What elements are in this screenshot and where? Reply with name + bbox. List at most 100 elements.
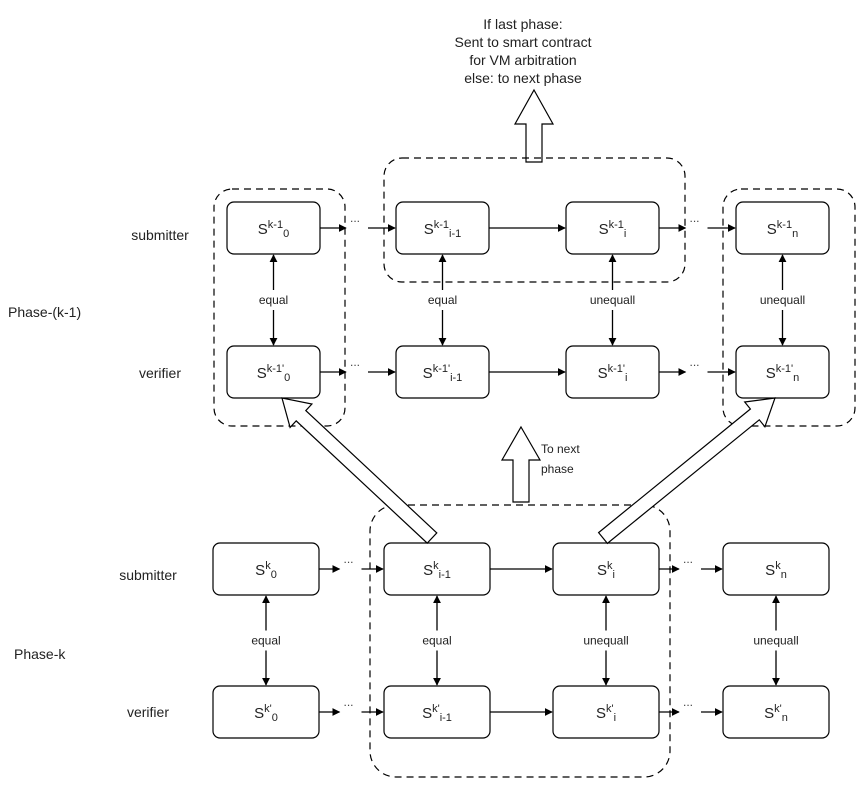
hollow-diagonal-arrows — [281, 397, 776, 545]
state-sup: k — [775, 560, 781, 572]
comparison-label: equal — [251, 634, 280, 648]
state-label: Skn — [765, 560, 787, 581]
state-sub: i — [613, 569, 615, 581]
state-node-1-verifier-0: Sk'0 — [212, 685, 320, 739]
state-sub: i — [614, 712, 616, 724]
state-sup: k-1' — [776, 363, 793, 375]
state-label: Sk-1'i-1 — [423, 363, 463, 384]
mid-note-line-1: To next — [541, 442, 580, 456]
state-sup: k-1 — [268, 219, 283, 231]
state-sub: i-1 — [449, 228, 461, 240]
state-label: Sk-1n — [767, 219, 798, 240]
state-base: S — [423, 365, 433, 382]
state-label: Sk-1i — [599, 219, 627, 240]
state-label: Sk-1i-1 — [424, 219, 462, 240]
state-node-0-submitter-1: Sk-1i-1 — [395, 201, 490, 255]
up-arrow-top — [513, 88, 555, 163]
state-sub: 0 — [283, 228, 289, 240]
group-phase-k-1-last — [722, 188, 856, 427]
state-base: S — [422, 705, 432, 722]
comparison-label: unequall — [760, 293, 805, 307]
state-base: S — [599, 221, 609, 238]
state-sub: n — [792, 228, 798, 240]
state-base: S — [255, 562, 265, 579]
state-sup: k' — [432, 703, 440, 715]
state-base: S — [598, 365, 608, 382]
row-label-verifier-k-1: verifier — [139, 365, 181, 381]
state-base: S — [258, 221, 268, 238]
state-node-0-submitter-0: Sk-10 — [226, 201, 321, 255]
state-sup: k-1' — [267, 363, 284, 375]
state-sub: 0 — [271, 569, 277, 581]
state-node-1-submitter-3: Skn — [722, 542, 830, 596]
state-sub: n — [793, 372, 799, 384]
state-box — [735, 345, 830, 399]
state-sub: i-1 — [450, 372, 462, 384]
up-arrow-middle — [500, 425, 542, 503]
state-sup: k — [433, 560, 439, 572]
state-node-1-verifier-1: Sk'i-1 — [383, 685, 491, 739]
state-base: S — [254, 705, 264, 722]
state-base: S — [764, 705, 774, 722]
state-node-0-submitter-3: Sk-1n — [735, 201, 830, 255]
ellipsis: ... — [689, 211, 699, 225]
state-node-0-submitter-2: Sk-1i — [565, 201, 660, 255]
state-sup: k — [607, 560, 613, 572]
top-note-line-3: for VM arbitration — [469, 52, 576, 68]
state-base: S — [257, 365, 267, 382]
state-sup: k-1 — [609, 219, 624, 231]
state-label: Sk0 — [255, 560, 277, 581]
ellipsis: ... — [343, 695, 353, 709]
state-sub: 0 — [284, 372, 290, 384]
comparison-label: unequall — [583, 634, 628, 648]
hollow-arrow-right — [597, 397, 776, 545]
top-note-line-1: If last phase: — [483, 16, 562, 32]
state-box — [722, 685, 830, 739]
state-node-1-submitter-2: Ski — [552, 542, 660, 596]
comparison-label: equal — [422, 634, 451, 648]
state-label: Sk-1'n — [766, 363, 800, 384]
state-base: S — [423, 562, 433, 579]
state-label: Sk-1'i — [598, 363, 628, 384]
state-node-0-verifier-0: Sk-1'0 — [226, 345, 321, 399]
state-sub: i-1 — [440, 712, 452, 724]
state-node-0-verifier-1: Sk-1'i-1 — [395, 345, 490, 399]
phase-label-k: Phase-k — [14, 646, 66, 662]
state-base: S — [766, 365, 776, 382]
state-sup: k-1' — [608, 363, 625, 375]
state-label: Sk'0 — [254, 703, 278, 724]
ellipsis: ... — [683, 695, 693, 709]
state-edges: ........................ — [262, 211, 787, 716]
state-box — [722, 542, 830, 596]
group-phase-k-1-mid — [383, 157, 686, 283]
state-node-1-verifier-3: Sk'n — [722, 685, 830, 739]
state-label: Sk'i-1 — [422, 703, 452, 724]
comparison-label: unequall — [753, 634, 798, 648]
state-sup: k-1 — [434, 219, 449, 231]
state-box — [735, 201, 830, 255]
mid-note-line-2: phase — [541, 462, 574, 476]
state-base: S — [765, 562, 775, 579]
state-sub: n — [782, 712, 788, 724]
row-label-submitter-k: submitter — [119, 567, 177, 583]
state-sub: i — [625, 372, 627, 384]
ellipsis: ... — [350, 211, 360, 225]
state-sub: n — [781, 569, 787, 581]
state-label: Sk'i — [596, 703, 616, 724]
state-node-1-verifier-2: Sk'i — [552, 685, 660, 739]
group-phase-k-1-first — [213, 188, 346, 427]
row-label-submitter-k-1: submitter — [131, 227, 189, 243]
comparison-label: unequall — [590, 293, 635, 307]
state-node-1-submitter-0: Sk0 — [212, 542, 320, 596]
top-note-line-2: Sent to smart contract — [455, 34, 592, 50]
state-sup: k — [265, 560, 271, 572]
state-sup: k' — [606, 703, 614, 715]
state-label: Sk-10 — [258, 219, 289, 240]
state-sub: 0 — [272, 712, 278, 724]
top-note-line-4: else: to next phase — [464, 70, 582, 86]
state-label: Ski — [597, 560, 615, 581]
state-sup: k-1' — [433, 363, 450, 375]
phase-label-k-1: Phase-(k-1) — [8, 304, 81, 320]
state-base: S — [597, 562, 607, 579]
